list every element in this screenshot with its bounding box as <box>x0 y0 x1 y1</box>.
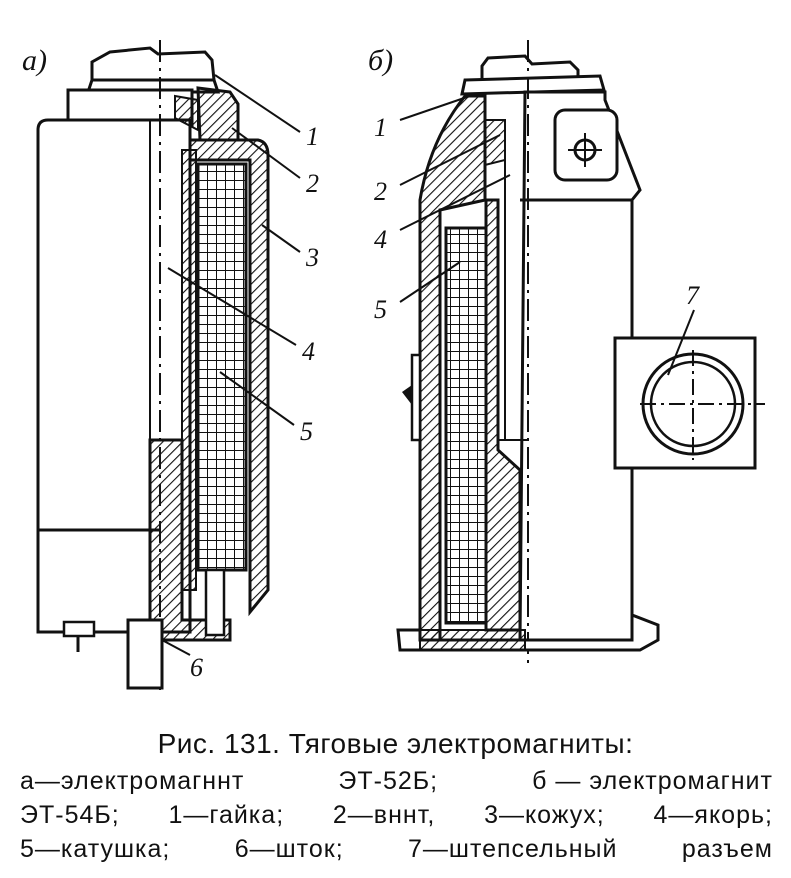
caption-item: а—электромагннт <box>20 767 245 795</box>
caption-line-1: а—электромагннт ЭТ-52Б; б — электромагни… <box>0 764 791 798</box>
figure-caption: Рис. 131. Тяговые электромагниты: а—элек… <box>0 728 791 866</box>
label-a-5: 5 <box>300 417 313 446</box>
caption-item: 5—катушка; <box>20 835 171 863</box>
caption-line-2: ЭТ-54Б; 1—гайка; 2—вннт, 3—кожух; 4—якор… <box>0 798 791 832</box>
caption-item: 7—штепсельный <box>407 835 618 863</box>
caption-item: 3—кожух; <box>484 801 605 829</box>
label-b-5: 5 <box>374 295 387 324</box>
caption-item: разъем <box>681 835 773 863</box>
caption-item: б — электромагнит <box>532 767 773 795</box>
electromagnet-figure: а) 1 2 3 4 5 6 <box>22 40 765 690</box>
label-b-2: 2 <box>374 177 387 206</box>
caption-item: 2—вннт, <box>332 801 436 829</box>
caption-item: ЭТ-54Б; <box>20 801 120 829</box>
label-b-7: 7 <box>686 281 700 310</box>
rod <box>126 618 164 690</box>
label-a-6: 6 <box>190 653 203 682</box>
coil <box>196 162 248 572</box>
caption-item: 6—шток; <box>234 835 344 863</box>
label-a-2: 2 <box>306 169 319 198</box>
label-a-3: 3 <box>305 243 319 272</box>
nut-top <box>90 46 216 82</box>
subfigure-a-label: а) <box>22 44 47 77</box>
electromagnet-et54b <box>396 40 765 665</box>
label-a-4: 4 <box>302 337 315 366</box>
caption-line-3: 5—катушка; 6—шток; 7—штепсельный разъем <box>0 832 791 866</box>
b-housing <box>418 94 487 642</box>
casing <box>188 138 270 617</box>
b-coil <box>444 226 488 625</box>
caption-item: 4—якорь; <box>653 801 773 829</box>
caption-item: ЭТ-52Б; <box>338 767 439 795</box>
subfigure-b-label: б) <box>368 44 393 77</box>
screw-part <box>196 86 240 142</box>
label-b-4: 4 <box>374 225 387 254</box>
label-a-1: 1 <box>306 122 319 151</box>
electromagnet-et52b <box>36 40 301 690</box>
label-b-1: 1 <box>374 113 387 142</box>
caption-title: Рис. 131. Тяговые электромагниты: <box>157 728 634 759</box>
caption-item: 1—гайка; <box>168 801 285 829</box>
